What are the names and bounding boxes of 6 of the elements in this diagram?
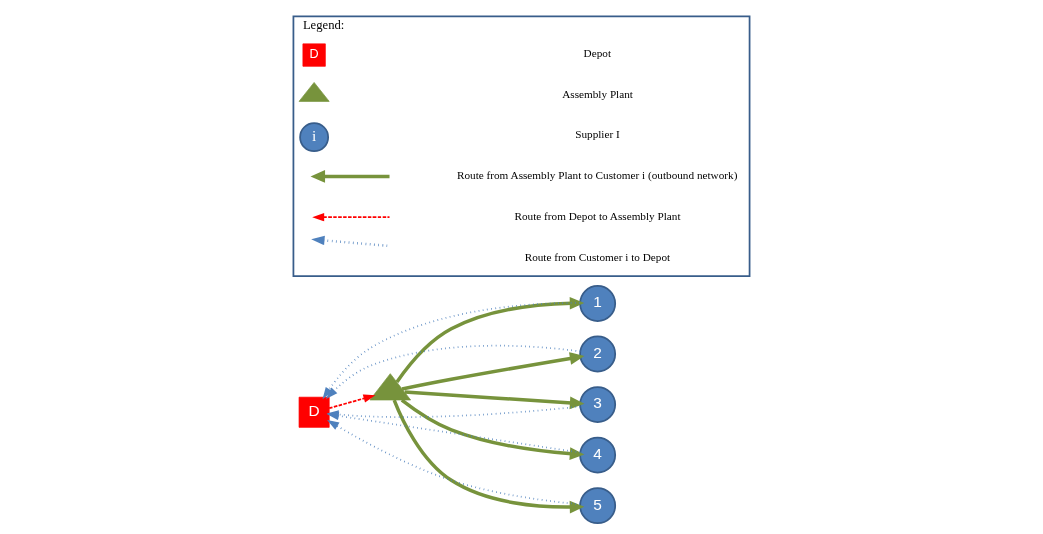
legend-label: Depot	[583, 47, 612, 60]
legend-label: Assembly Plant	[562, 87, 633, 100]
legend-label: Supplier I	[575, 128, 620, 141]
legend-label: Route from Depot to Assembly Plant	[514, 209, 681, 222]
legend-label: Route from Customer i to Depot	[524, 250, 671, 263]
legend-label: Route from Assembly Plant to Customer i (outbound network)	[456, 169, 738, 182]
